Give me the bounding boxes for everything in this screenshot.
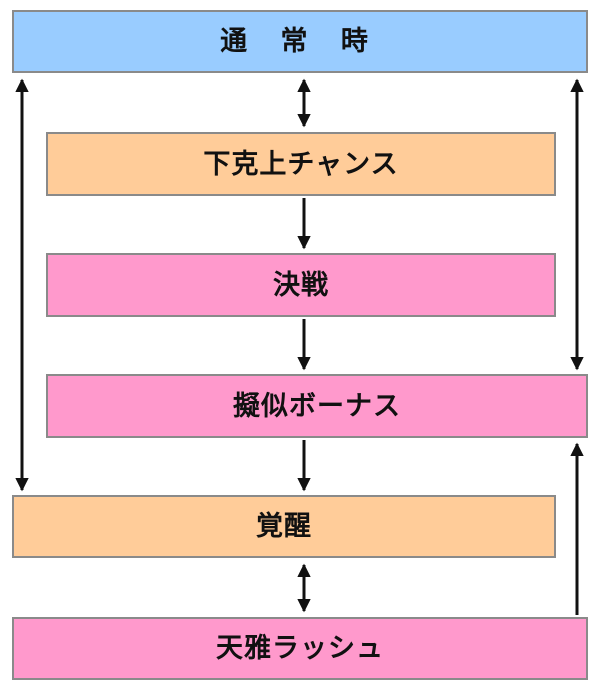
node-gekokujo-chance: 下克上チャンス [46,132,556,196]
node-pseudo-bonus: 擬似ボーナス [46,374,588,438]
node-battle-label: 決戦 [273,269,329,301]
node-tenga-rush-label: 天雅ラッシュ [216,633,384,664]
node-awakening-label: 覚醒 [256,511,312,542]
node-gekokujo-chance-label: 下克上チャンス [203,148,399,180]
node-normal-label: 通 常 時 [220,26,380,57]
node-normal: 通 常 時 [12,10,588,73]
node-awakening: 覚醒 [12,495,556,558]
node-battle: 決戦 [46,253,556,317]
node-pseudo-bonus-label: 擬似ボーナス [233,390,401,422]
node-tenga-rush: 天雅ラッシュ [12,617,588,680]
